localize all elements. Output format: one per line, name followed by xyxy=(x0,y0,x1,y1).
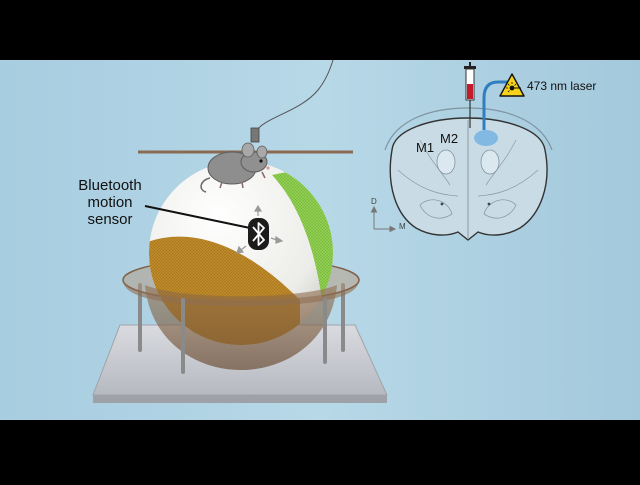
orientation-axes xyxy=(370,205,397,233)
laser-fiber xyxy=(482,80,515,130)
sensor-label-line2: motion xyxy=(87,194,133,211)
axis-dorsal-label: D xyxy=(371,197,377,206)
brain-section xyxy=(384,107,553,241)
sensor-label-line3: sensor xyxy=(87,211,133,228)
optic-cable xyxy=(255,59,334,133)
axis-medial-label: M xyxy=(399,222,406,231)
bowl-front xyxy=(145,285,337,370)
front-posts xyxy=(181,298,327,374)
sensor-label-line1: Bluetooth xyxy=(78,177,142,194)
sensor-label: Bluetooth motion sensor xyxy=(60,177,160,228)
region-m1-label: M1 xyxy=(416,140,435,155)
motion-arrows-icon xyxy=(236,204,284,254)
cannula-connector xyxy=(250,127,260,143)
bluetooth-sensor xyxy=(144,204,284,254)
laser-label: 473 nm laser xyxy=(527,79,597,93)
laser-warning-icon xyxy=(499,73,525,97)
syringe-icon xyxy=(464,62,476,128)
laser-spot xyxy=(474,130,498,146)
sensor-leader-line xyxy=(144,205,251,229)
mouse-icon xyxy=(200,142,270,193)
region-m2-label: M2 xyxy=(440,131,459,146)
